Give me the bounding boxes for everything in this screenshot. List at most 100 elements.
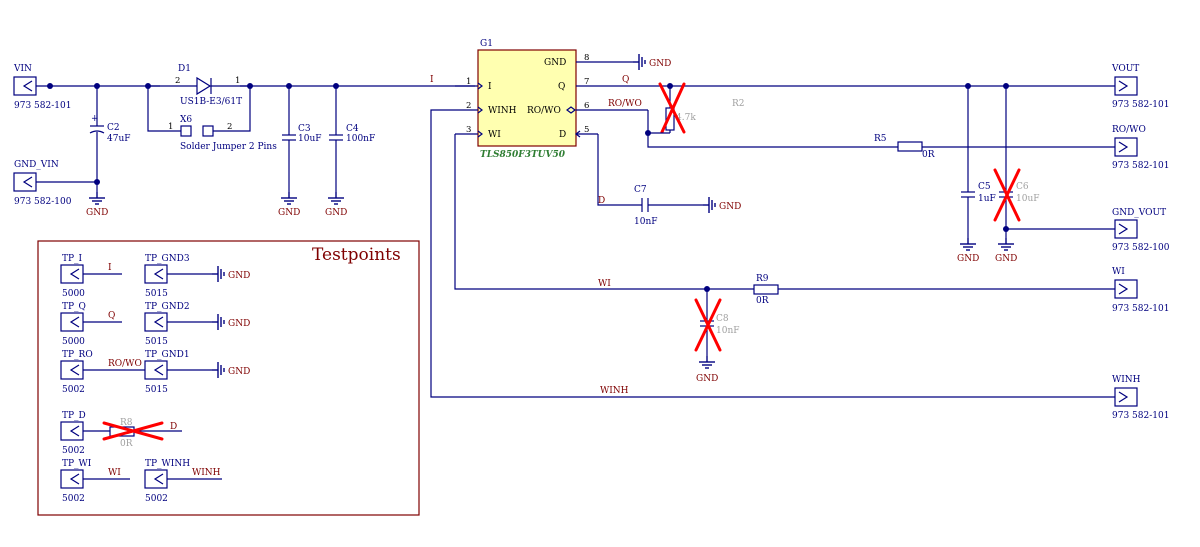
svg-text:5000: 5000	[62, 289, 85, 299]
svg-text:Q: Q	[108, 311, 115, 321]
diode-d1: D1 2 1 US1B-E3/61T	[148, 64, 250, 107]
svg-text:GND: GND	[278, 208, 300, 218]
svg-text:WINH: WINH	[192, 468, 221, 478]
svg-text:973 582-100: 973 582-100	[14, 197, 72, 207]
connector-gnd-vout: GND_VOUT 973 582-100	[1112, 208, 1170, 253]
svg-text:C4: C4	[346, 124, 359, 134]
capacitor-c8: C8 10nF GND	[694, 289, 740, 384]
svg-text:1uF: 1uF	[978, 194, 996, 204]
svg-text:973 582-100: 973 582-100	[1112, 243, 1170, 253]
svg-text:X6: X6	[180, 115, 192, 125]
resistor-r9: R9 0R	[753, 274, 1115, 306]
svg-text:973 582-101: 973 582-101	[1112, 100, 1169, 110]
svg-text:10uF: 10uF	[1016, 194, 1040, 204]
svg-text:1: 1	[168, 122, 173, 132]
svg-text:Testpoints: Testpoints	[312, 245, 401, 265]
svg-text:GND: GND	[957, 254, 979, 264]
svg-text:VOUT: VOUT	[1111, 64, 1139, 74]
svg-text:2: 2	[227, 122, 232, 132]
svg-text:TP_D: TP_D	[62, 411, 86, 421]
svg-text:I: I	[108, 263, 112, 273]
svg-text:GND_VOUT: GND_VOUT	[1112, 208, 1166, 218]
svg-text:1: 1	[466, 77, 471, 87]
svg-text:973 582-101: 973 582-101	[1112, 411, 1169, 421]
ic-g1: G1 TLS850F3TUV50 1 I 2 WINH 3 WI 8 GND 7…	[455, 39, 648, 160]
svg-text:1: 1	[235, 76, 240, 86]
testpoint-tp-ro: TP_RO 5002 RO/WO	[60, 350, 145, 395]
svg-text:GND: GND	[325, 208, 347, 218]
svg-text:WINH: WINH	[1112, 375, 1141, 385]
capacitor-c4: C4 100nF GND	[325, 86, 375, 218]
ground-icon	[632, 53, 646, 71]
svg-text:100nF: 100nF	[346, 134, 375, 144]
resistor-r5: R5 0R	[874, 134, 1115, 160]
svg-text:R2: R2	[732, 99, 745, 109]
svg-text:WI: WI	[598, 279, 611, 289]
svg-text:0R: 0R	[120, 439, 133, 449]
wire-wi	[454, 134, 754, 290]
svg-text:973 582-101: 973 582-101	[1112, 161, 1169, 171]
svg-text:R5: R5	[874, 134, 887, 144]
svg-text:GND: GND	[995, 254, 1017, 264]
svg-text:GND: GND	[228, 367, 250, 377]
svg-text:5002: 5002	[145, 494, 168, 504]
svg-text:GND: GND	[544, 58, 566, 68]
wire-ro-wo	[647, 110, 898, 148]
svg-text:C7: C7	[634, 185, 647, 195]
svg-text:RO/WO: RO/WO	[608, 99, 642, 109]
svg-text:8: 8	[584, 53, 589, 63]
svg-text:10nF: 10nF	[716, 326, 740, 336]
svg-text:I: I	[488, 82, 492, 92]
connector-vout: VOUT 973 582-101	[1111, 64, 1169, 110]
svg-text:GND: GND	[228, 319, 250, 329]
svg-text:WINH: WINH	[600, 386, 629, 396]
connector-wi: WI 973 582-101	[1112, 267, 1169, 314]
svg-text:6: 6	[584, 101, 589, 111]
testpoint-tp-wi: TP_WI 5002 WI	[60, 459, 130, 504]
svg-text:G1: G1	[480, 39, 493, 49]
capacitor-c5: C5 1uF GND	[957, 86, 996, 264]
svg-text:Q: Q	[558, 82, 565, 92]
connector-vin: VIN 973 582-101	[13, 64, 71, 111]
svg-text:TP_Q: TP_Q	[62, 302, 86, 312]
connector-gnd-vin: GND_VIN 973 582-100	[13, 160, 72, 207]
svg-text:C2: C2	[107, 123, 120, 133]
svg-text:5: 5	[584, 125, 589, 135]
svg-text:TP_GND1: TP_GND1	[145, 350, 190, 360]
svg-text:I: I	[430, 75, 434, 85]
svg-text:VIN: VIN	[13, 64, 32, 74]
svg-text:TP_RO: TP_RO	[62, 350, 93, 360]
connector-winh: WINH 973 582-101	[1112, 375, 1169, 421]
svg-text:3: 3	[466, 125, 471, 135]
svg-text:C5: C5	[978, 182, 991, 192]
capacitor-c6: C6 10uF GND	[993, 86, 1040, 264]
svg-text:GND: GND	[696, 374, 718, 384]
svg-text:C8: C8	[716, 314, 729, 324]
testpoints-panel: Testpoints TP_I 5000 I TP_GND3 5015 GND …	[37, 240, 420, 516]
svg-text:GND_VIN: GND_VIN	[14, 160, 59, 170]
svg-text:973 582-101: 973 582-101	[1112, 304, 1169, 314]
svg-text:D1: D1	[178, 64, 191, 74]
svg-text:5002: 5002	[62, 446, 85, 456]
svg-text:RO/WO: RO/WO	[1112, 125, 1146, 135]
svg-text:RO/WO: RO/WO	[108, 359, 142, 369]
svg-text:WI: WI	[1112, 267, 1125, 277]
testpoint-tp-gnd3: TP_GND3 5015 GND	[144, 254, 250, 299]
svg-text:47uF: 47uF	[107, 134, 131, 144]
svg-text:5015: 5015	[145, 289, 168, 299]
svg-text:5015: 5015	[145, 385, 168, 395]
svg-text:WINH: WINH	[488, 106, 517, 116]
svg-text:TP_I: TP_I	[62, 254, 83, 264]
svg-text:0R: 0R	[922, 150, 935, 160]
svg-text:5002: 5002	[62, 385, 85, 395]
svg-text:TP_WI: TP_WI	[62, 459, 92, 469]
svg-text:Solder Jumper 2 Pins: Solder Jumper 2 Pins	[180, 142, 277, 152]
svg-text:GND: GND	[228, 271, 250, 281]
svg-text:C3: C3	[298, 124, 311, 134]
svg-text:7: 7	[584, 77, 589, 87]
svg-text:0R: 0R	[756, 296, 769, 306]
svg-text:973 582-101: 973 582-101	[14, 101, 71, 111]
testpoint-tp-q: TP_Q 5000 Q	[60, 302, 122, 347]
svg-text:TP_WINH: TP_WINH	[145, 459, 190, 469]
